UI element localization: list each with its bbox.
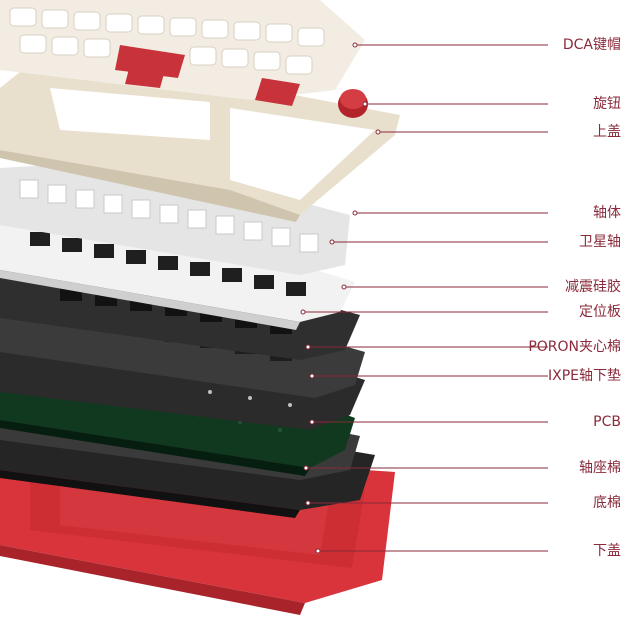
label-poron-foam: PORON夹心棉	[528, 339, 621, 355]
label-silicone-damping: 减震硅胶	[565, 279, 621, 295]
label-top-case: 上盖	[593, 124, 621, 140]
leader-lines	[303, 44, 548, 552]
label-switch-socket-foam: 轴座棉	[579, 460, 621, 476]
keycaps	[0, 0, 365, 106]
label-bottom-case: 下盖	[593, 543, 621, 559]
label-pcb: PCB	[593, 414, 621, 430]
label-dca-keycaps: DCA键帽	[562, 37, 621, 53]
label-ixpe-pad: IXPE轴下垫	[547, 368, 621, 384]
label-switches: 轴体	[593, 205, 621, 221]
knob	[338, 89, 368, 118]
leader-dots	[300, 42, 381, 554]
label-plate: 定位板	[579, 304, 621, 320]
switches	[0, 160, 350, 275]
top-case	[0, 62, 400, 222]
label-bottom-foam: 底棉	[593, 495, 621, 511]
label-stabilizers: 卫星轴	[579, 234, 621, 250]
label-knob: 旋钮	[593, 96, 621, 112]
